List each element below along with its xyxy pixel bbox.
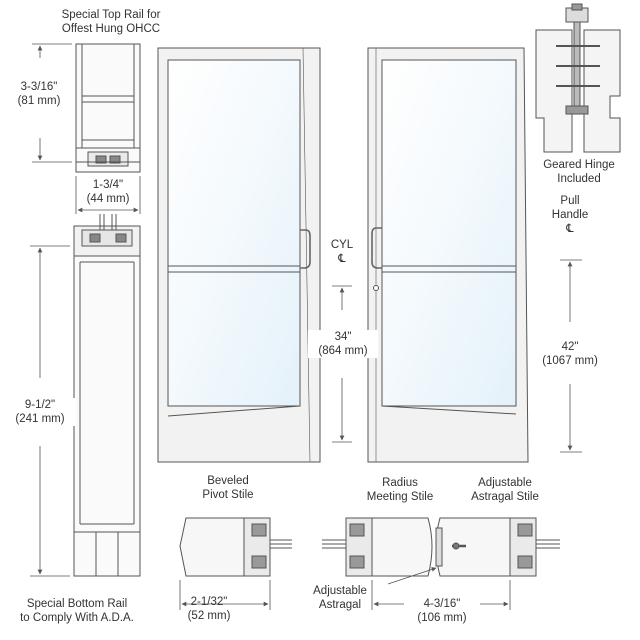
left-door-pull-handle [300,229,311,269]
pull-height-dimension [560,259,582,453]
pull-height-label: 42"(1067 mm) [532,340,608,368]
bottom-rail-height-label: 9-1/2"(241 mm) [4,398,76,426]
top-rail-height-dimension [32,43,72,163]
cyl-height-label: 34"(864 mm) [308,330,378,358]
meeting-stile-profile [322,517,433,577]
rail-depth-dimension [75,176,141,214]
cyl-height-dimension [332,285,352,443]
beveled-pivot-stile-profile [179,517,292,577]
right-door-pull-handle [371,227,382,269]
pivot-width-dimension [179,580,271,610]
right-door [367,47,529,463]
top-rail-height-label: 3-3/16"(81 mm) [6,80,72,108]
bottom-rail-profile [73,214,141,577]
rail-depth-label: 1-3/4"(44 mm) [86,179,130,205]
geared-hinge-detail [535,3,621,153]
cyl-label: CYL℄ [330,239,354,265]
adjustable-astragal-stile-profile [435,517,560,577]
pivot-width-label: 2-1/32"(52 mm) [187,596,231,622]
top-rail-profile [75,43,141,173]
cylinder-lock-icon [373,285,379,291]
bottom-rail-height-dimension [30,245,70,577]
left-door [157,47,321,463]
meeting-width-label: 4-3/16"(106 mm) [404,597,480,625]
astragal-leader [387,567,437,585]
